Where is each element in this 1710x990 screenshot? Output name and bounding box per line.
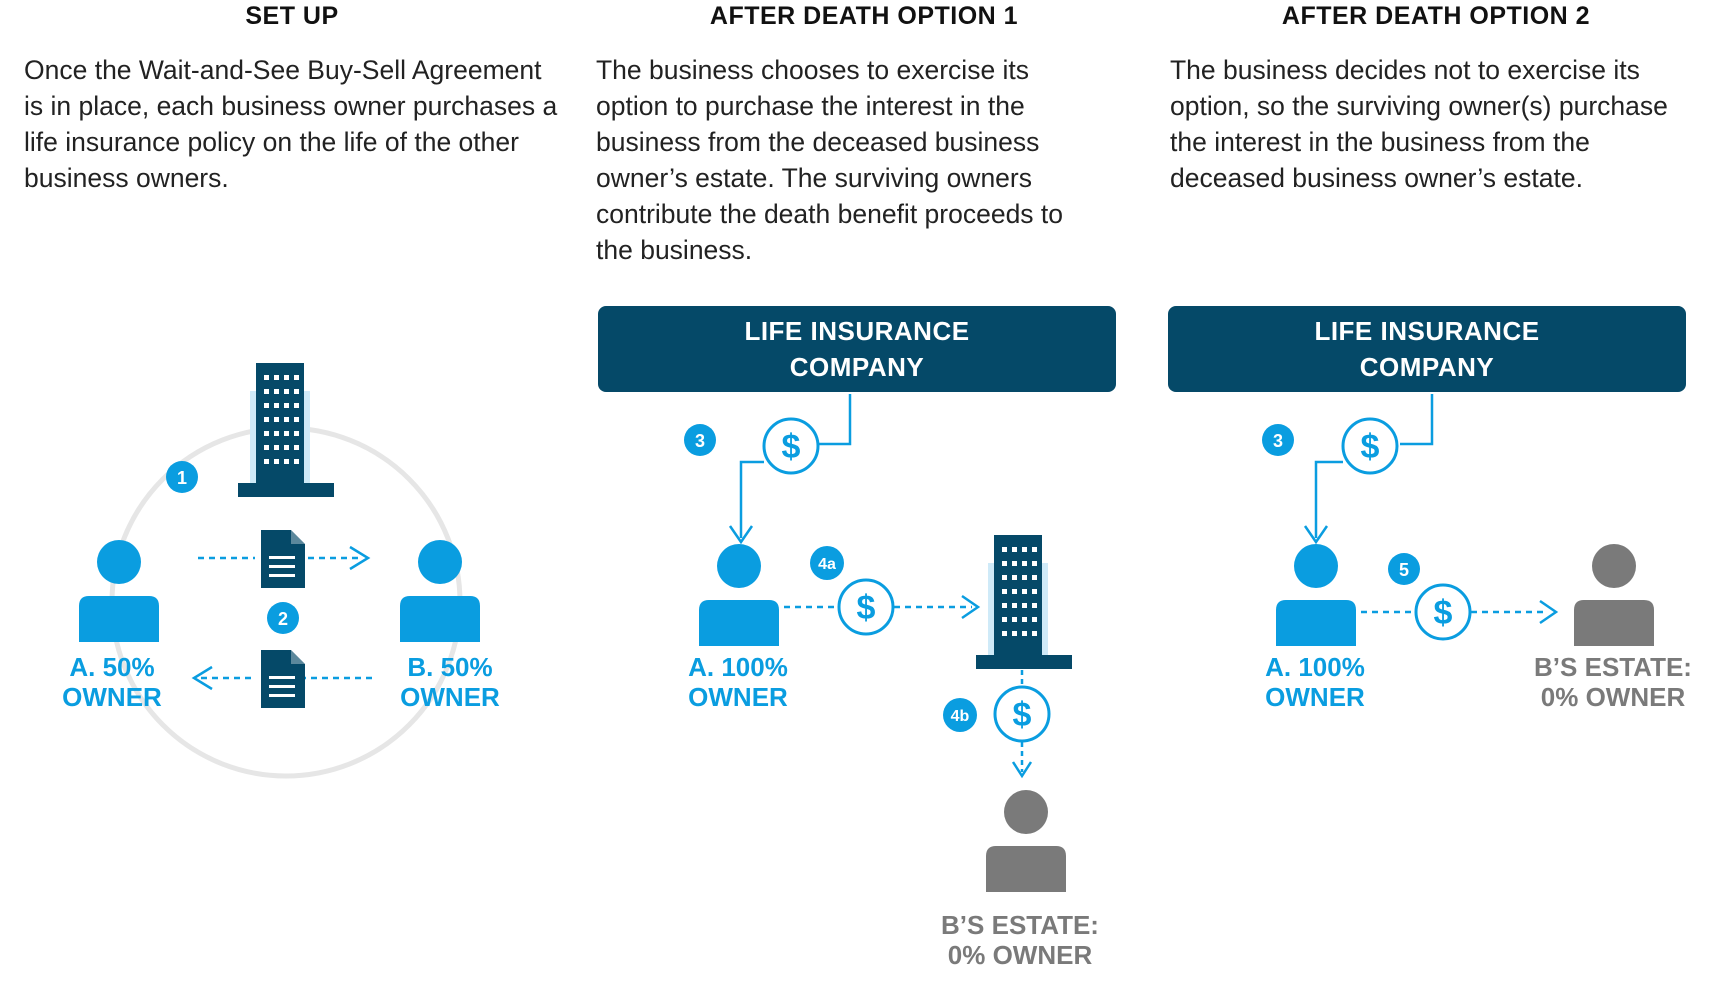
option1-dollar-circle-3 bbox=[762, 417, 820, 475]
option1-life-insurance-company: LIFE INSURANCE COMPANY bbox=[598, 306, 1116, 392]
option1-estate-person-icon bbox=[986, 790, 1066, 892]
option1-dollar-circle-4a bbox=[837, 578, 895, 636]
setup-arrow-b-to-a-head bbox=[191, 665, 213, 691]
option1-owner-a-label: A. 100%OWNER bbox=[688, 652, 788, 712]
owner-b-person-icon bbox=[400, 540, 480, 642]
option1-arrow-to-estate-head bbox=[1011, 761, 1033, 779]
option1-business-building-icon bbox=[976, 535, 1072, 669]
option1-step-3-badge bbox=[684, 424, 716, 456]
option1-arrow-to-owner-a-head bbox=[728, 525, 754, 545]
option1-step-4a-badge bbox=[810, 546, 844, 580]
owner-a-person-icon bbox=[79, 540, 159, 642]
option2-owner-a-label: A. 100%OWNER bbox=[1265, 652, 1365, 712]
option1-dollar-icon-4b: $ bbox=[1013, 696, 1032, 734]
option1-heading: AFTER DEATH OPTION 1 bbox=[709, 2, 1019, 30]
option1-dollar-circle-4b bbox=[993, 685, 1051, 743]
option2-benefit-line bbox=[1400, 394, 1434, 446]
setup-arrow-a-to-b-head bbox=[349, 545, 371, 571]
option2-description: The business decides not to exercise its… bbox=[1170, 55, 1668, 193]
setup-step-2-badge bbox=[267, 602, 299, 634]
option1-dollar-icon-3: $ bbox=[782, 428, 801, 466]
option1-dollar-icon-4a: $ bbox=[857, 589, 876, 627]
setup-step-1-number: 1 bbox=[177, 468, 187, 488]
setup-policy-document-icon-1 bbox=[261, 530, 305, 588]
option2-arrow-to-estate-head bbox=[1539, 599, 1559, 625]
option2-company-label: LIFE INSURANCE COMPANY bbox=[1314, 316, 1540, 382]
setup-description: Once the Wait-and-See Buy-Sell Agreement… bbox=[24, 55, 558, 193]
option2-dollar-icon-3: $ bbox=[1361, 428, 1380, 466]
option2-arrow-to-owner-a-head bbox=[1303, 525, 1329, 545]
option2-step-5-number: 5 bbox=[1399, 560, 1409, 580]
option2-step-3-badge bbox=[1262, 424, 1294, 456]
option2-arrow-to-owner-a-line bbox=[1314, 460, 1343, 538]
option2-estate-person-icon bbox=[1574, 544, 1654, 646]
setup-owner-b-label: B. 50%OWNER bbox=[400, 652, 500, 712]
option1-arrow-to-business-head bbox=[961, 594, 981, 620]
option2-dollar-icon-5: $ bbox=[1434, 594, 1453, 632]
option1-owner-a-person-icon bbox=[699, 544, 779, 646]
option2-heading: AFTER DEATH OPTION 2 bbox=[1281, 2, 1591, 30]
option2-dollar-circle-3 bbox=[1341, 417, 1399, 475]
option1-estate-label: B’S ESTATE:0% OWNER bbox=[941, 910, 1099, 970]
setup-policy-document-icon-2 bbox=[261, 650, 305, 708]
option1-step-4a-number: 4a bbox=[818, 556, 836, 573]
option1-step-4b-number: 4b bbox=[951, 708, 970, 725]
option1-company-label: LIFE INSURANCE COMPANY bbox=[744, 316, 970, 382]
option2-step-5-badge bbox=[1388, 553, 1420, 585]
option1-step-4b-badge bbox=[943, 698, 977, 732]
option2-estate-label: B’S ESTATE:0% OWNER bbox=[1534, 652, 1692, 712]
setup-owner-a-label: A. 50%OWNER bbox=[62, 652, 162, 712]
setup-heading: SET UP bbox=[245, 2, 339, 30]
option1-benefit-line bbox=[818, 394, 852, 446]
setup-step-2-number: 2 bbox=[278, 609, 288, 629]
option1-step-3-number: 3 bbox=[695, 431, 705, 451]
option1-description: The business chooses to exercise its opt… bbox=[596, 55, 1064, 265]
option1-arrow-to-owner-a-line bbox=[739, 460, 764, 538]
option2-step-3-number: 3 bbox=[1273, 431, 1283, 451]
setup-step-1-badge bbox=[166, 461, 198, 493]
option2-life-insurance-company: LIFE INSURANCE COMPANY bbox=[1168, 306, 1686, 392]
option2-owner-a-person-icon bbox=[1276, 544, 1356, 646]
option2-dollar-circle-5 bbox=[1414, 583, 1472, 641]
